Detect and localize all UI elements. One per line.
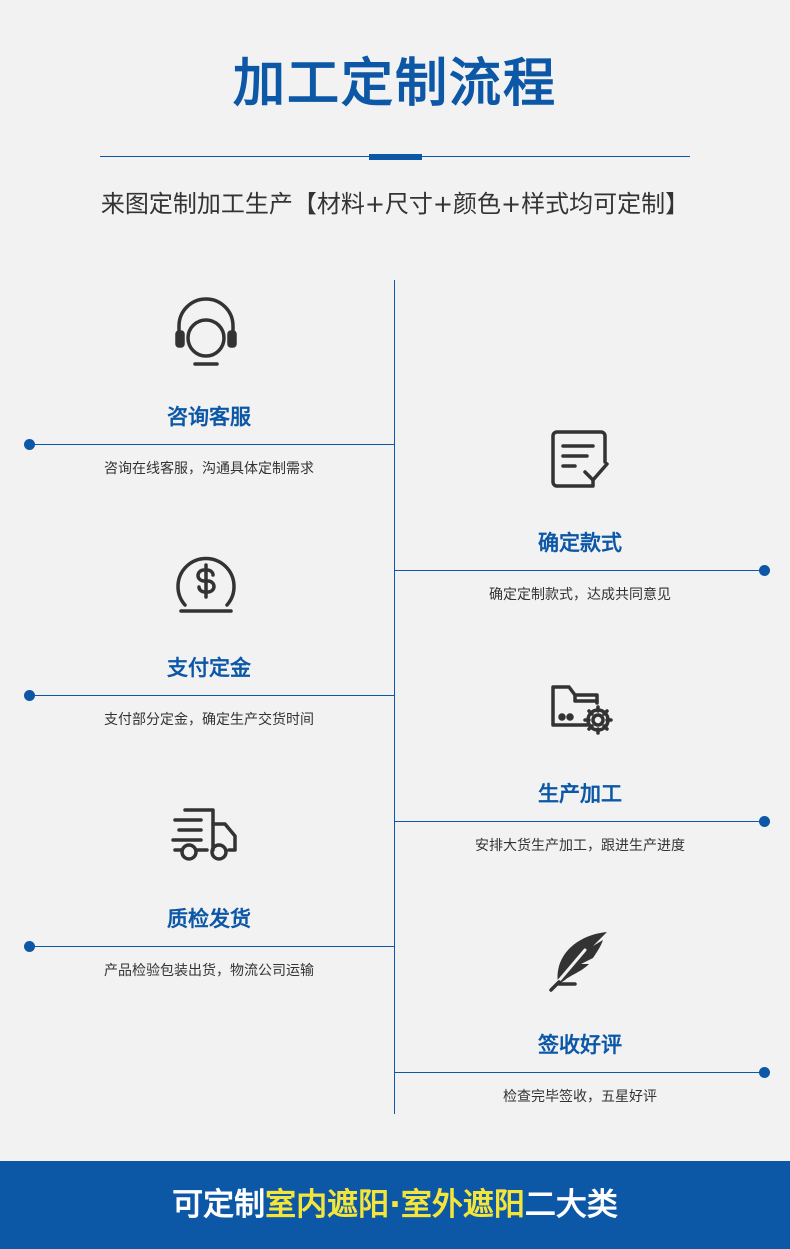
step-production: 生产加工 安排大货生产加工，跟进生产进度 bbox=[395, 673, 770, 873]
banner-separator: · bbox=[389, 1187, 401, 1223]
timeline-dot bbox=[759, 565, 770, 576]
banner-suffix: 二大类 bbox=[524, 1187, 618, 1223]
timeline-vertical-line bbox=[394, 280, 395, 1114]
step-title: 生产加工 bbox=[538, 782, 622, 806]
headset-icon bbox=[171, 296, 241, 366]
step-sign-review: 签收好评 检查完毕签收，五星好评 bbox=[395, 924, 770, 1124]
step-description: 确定定制款式，达成共同意见 bbox=[489, 587, 671, 603]
page-title: 加工定制流程 bbox=[232, 54, 557, 114]
step-title: 咨询客服 bbox=[167, 405, 251, 429]
step-rule bbox=[29, 444, 394, 445]
step-description: 安排大货生产加工，跟进生产进度 bbox=[475, 838, 685, 854]
step-title: 质检发货 bbox=[167, 907, 251, 931]
step-deposit: 支付定金 支付部分定金，确定生产交货时间 bbox=[24, 547, 394, 747]
feather-icon bbox=[545, 924, 615, 994]
timeline-dot bbox=[24, 439, 35, 450]
step-title: 支付定金 bbox=[167, 656, 251, 680]
banner-prefix: 可定制 bbox=[172, 1187, 266, 1223]
step-rule bbox=[29, 695, 394, 696]
step-confirm-style: 确定款式 确定定制款式，达成共同意见 bbox=[395, 422, 770, 622]
bottom-banner: 可定制室内遮阳·室外遮阳二大类 bbox=[0, 1161, 790, 1249]
step-description: 检查完毕签收，五星好评 bbox=[503, 1089, 657, 1105]
timeline-dot bbox=[759, 1067, 770, 1078]
step-rule bbox=[395, 821, 765, 822]
page-subtitle: 来图定制加工生产【材料+尺寸+颜色+样式均可定制】 bbox=[100, 190, 690, 218]
banner-outdoor-shading: 室外遮阳 bbox=[400, 1187, 525, 1223]
step-rule bbox=[29, 946, 394, 947]
banner-indoor-shading: 室内遮阳 bbox=[265, 1187, 390, 1223]
step-description: 产品检验包装出货，物流公司运输 bbox=[104, 963, 314, 979]
coin-icon bbox=[171, 547, 241, 617]
step-description: 咨询在线客服，沟通具体定制需求 bbox=[104, 461, 314, 477]
step-rule bbox=[395, 570, 765, 571]
folder-gear-icon bbox=[545, 673, 615, 743]
step-consult: 咨询客服 咨询在线客服，沟通具体定制需求 bbox=[24, 296, 394, 496]
timeline-dot bbox=[759, 816, 770, 827]
step-rule bbox=[395, 1072, 765, 1073]
step-title: 确定款式 bbox=[538, 531, 622, 555]
timeline-dot bbox=[24, 690, 35, 701]
step-description: 支付部分定金，确定生产交货时间 bbox=[104, 712, 314, 728]
timeline-dot bbox=[24, 941, 35, 952]
step-title: 签收好评 bbox=[538, 1033, 622, 1057]
delivery-truck-icon bbox=[171, 798, 241, 868]
checklist-icon bbox=[545, 422, 615, 492]
title-divider-accent bbox=[369, 154, 422, 160]
step-inspection-shipping: 质检发货 产品检验包装出货，物流公司运输 bbox=[24, 798, 394, 998]
